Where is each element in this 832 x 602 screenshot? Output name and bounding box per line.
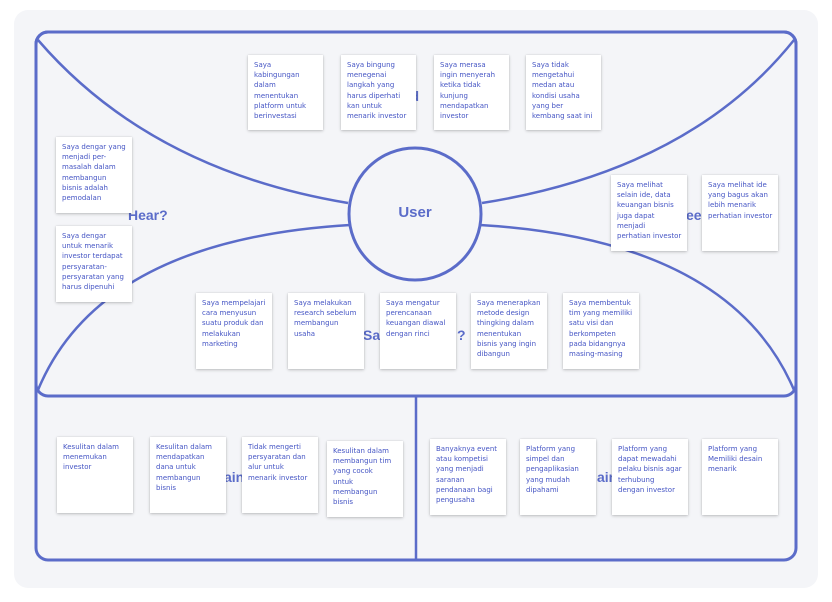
section-label-hear: Hear? <box>128 207 168 223</box>
user-label: User <box>398 204 432 221</box>
sticky-note-gain-4: Platform yang Memiliki desain menarik <box>702 439 778 515</box>
sticky-note-hear-1: Saya dengar yang menjadi per- masalah da… <box>56 137 132 213</box>
sticky-note-say-2: Saya melakukan research sebelum membangu… <box>288 293 364 369</box>
sticky-note-think-1: Saya kabingungan dalam menentukan platfo… <box>248 55 323 130</box>
sticky-note-pain-3: Tidak mengerti persyaratan dan alur untu… <box>242 437 318 513</box>
sticky-note-gain-1: Banyaknya event atau kompetisi yang menj… <box>430 439 506 515</box>
section-label-say: Sa <box>363 327 381 343</box>
section-label-pain: ain <box>224 469 245 485</box>
sticky-note-think-2: Saya bingung menegenai langkah yang haru… <box>341 55 416 130</box>
sticky-note-think-4: Saya tidak mengetahui medan atau kondisi… <box>526 55 601 130</box>
sticky-note-say-5: Saya membentuk tim yang memiliki satu vi… <box>563 293 639 369</box>
curve-bottom-left <box>36 223 351 391</box>
sticky-note-say-1: Saya mempelajari cara menyusun suatu pro… <box>196 293 272 369</box>
sticky-note-say-3: Saya mengatur perencanaan keuangan diawa… <box>380 293 456 369</box>
sticky-note-see-1: Saya melihat selain ide, data keuangan b… <box>611 175 687 251</box>
user-circle <box>347 146 483 282</box>
sticky-note-see-2: Saya melihat ide yang bagus akan lebih m… <box>702 175 778 251</box>
sticky-note-pain-1: Kesulitan dalam menemukan investor <box>57 437 133 513</box>
curve-top-right <box>481 39 795 205</box>
curve-bottom-right <box>479 223 796 391</box>
sticky-note-think-3: Saya merasa ingin menyerah ketika tidak … <box>434 55 509 130</box>
section-label-say-end: ? <box>457 327 466 343</box>
sticky-note-hear-2: Saya dengar untuk menarik investor terda… <box>56 226 132 302</box>
sticky-note-gain-2: Platform yang simpel dan pengaplikasian … <box>520 439 596 515</box>
section-label-see: ee <box>686 207 702 223</box>
sticky-note-say-4: Saya menerapkan metode design thingking … <box>471 293 547 369</box>
curve-top-left <box>37 39 349 205</box>
sticky-note-pain-2: Kesulitan dalam mendapatkan dana untuk m… <box>150 437 226 513</box>
sticky-note-pain-4: Kesulitan dalam membangun tim yang cocok… <box>327 441 403 517</box>
sticky-note-gain-3: Platform yang dapat mewadahi pelaku bisn… <box>612 439 688 515</box>
